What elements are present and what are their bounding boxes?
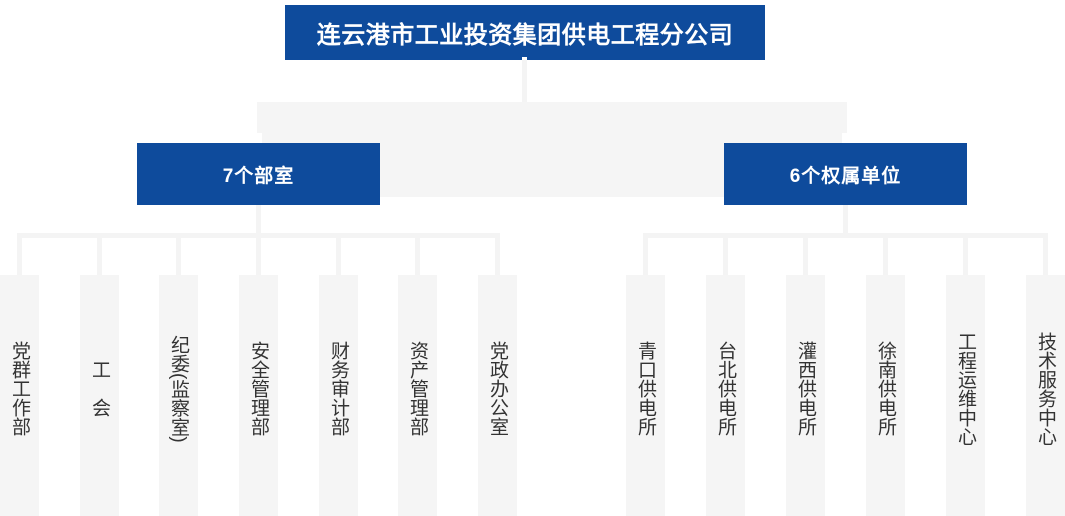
connector-tick-subsidiaries	[842, 133, 847, 143]
unit-label: 灌西供电所	[795, 341, 816, 436]
dept-box: 纪委(监察室)	[159, 275, 198, 516]
dept-label: 党政办公室	[487, 341, 508, 436]
root-box: 连云港市工业投资集团供电工程分公司	[285, 5, 765, 60]
unit-label: 青口供电所	[635, 341, 656, 436]
connector-root-stub	[522, 60, 527, 102]
unit-box: 徐南供电所	[866, 275, 905, 516]
connector-child-stub	[336, 238, 341, 275]
connector-child-stub	[723, 238, 728, 275]
unit-label: 徐南供电所	[875, 341, 896, 436]
connector-child-stub	[883, 238, 888, 275]
unit-label: 工程运维中心	[955, 331, 976, 446]
unit-box: 灌西供电所	[786, 275, 825, 516]
connector-child-stub	[963, 238, 968, 275]
dept-label: 纪委(监察室)	[168, 334, 189, 443]
connector-child-stub	[256, 238, 261, 275]
connector-child-stub	[176, 238, 181, 275]
dept-label: 党群工作部	[9, 341, 30, 436]
connector-root-notch	[522, 57, 527, 60]
unit-label: 台北供电所	[715, 341, 736, 436]
dept-label: 工 会	[89, 360, 110, 417]
branch-box-subsidiaries: 6个权属单位	[724, 143, 967, 205]
connector-child-stub	[803, 238, 808, 275]
connector-child-stub	[643, 238, 648, 275]
branch-label-subsidiaries: 6个权属单位	[789, 165, 902, 187]
connector-hline-subsidiaries	[643, 233, 1048, 238]
dept-box: 党群工作部	[0, 275, 39, 516]
unit-box: 青口供电所	[626, 275, 665, 516]
dept-label: 财务审计部	[328, 341, 349, 436]
connector-hline-departments	[17, 233, 500, 238]
dept-box: 资产管理部	[398, 275, 437, 516]
dept-box: 安全管理部	[239, 275, 278, 516]
branch-box-departments: 7个部室	[137, 143, 380, 205]
connector-child-stub	[495, 238, 500, 275]
unit-box: 工程运维中心	[946, 275, 985, 516]
dept-label: 资产管理部	[407, 341, 428, 436]
connector-child-stub	[1043, 238, 1048, 275]
dept-box: 工 会	[80, 275, 119, 516]
root-label: 连云港市工业投资集团供电工程分公司	[316, 22, 734, 49]
connector-departments-stub	[256, 205, 261, 233]
unit-label: 技术服务中心	[1035, 331, 1056, 446]
connector-child-stub	[17, 238, 22, 275]
unit-box: 台北供电所	[706, 275, 745, 516]
dept-label: 安全管理部	[248, 341, 269, 436]
unit-box: 技术服务中心	[1026, 275, 1065, 516]
dept-box: 党政办公室	[478, 275, 517, 516]
connector-child-stub	[415, 238, 420, 275]
connector-subsidiaries-stub	[843, 205, 848, 233]
connector-child-stub	[97, 238, 102, 275]
branch-label-departments: 7个部室	[222, 165, 295, 187]
connector-tick-departments	[257, 133, 262, 143]
dept-box: 财务审计部	[319, 275, 358, 516]
